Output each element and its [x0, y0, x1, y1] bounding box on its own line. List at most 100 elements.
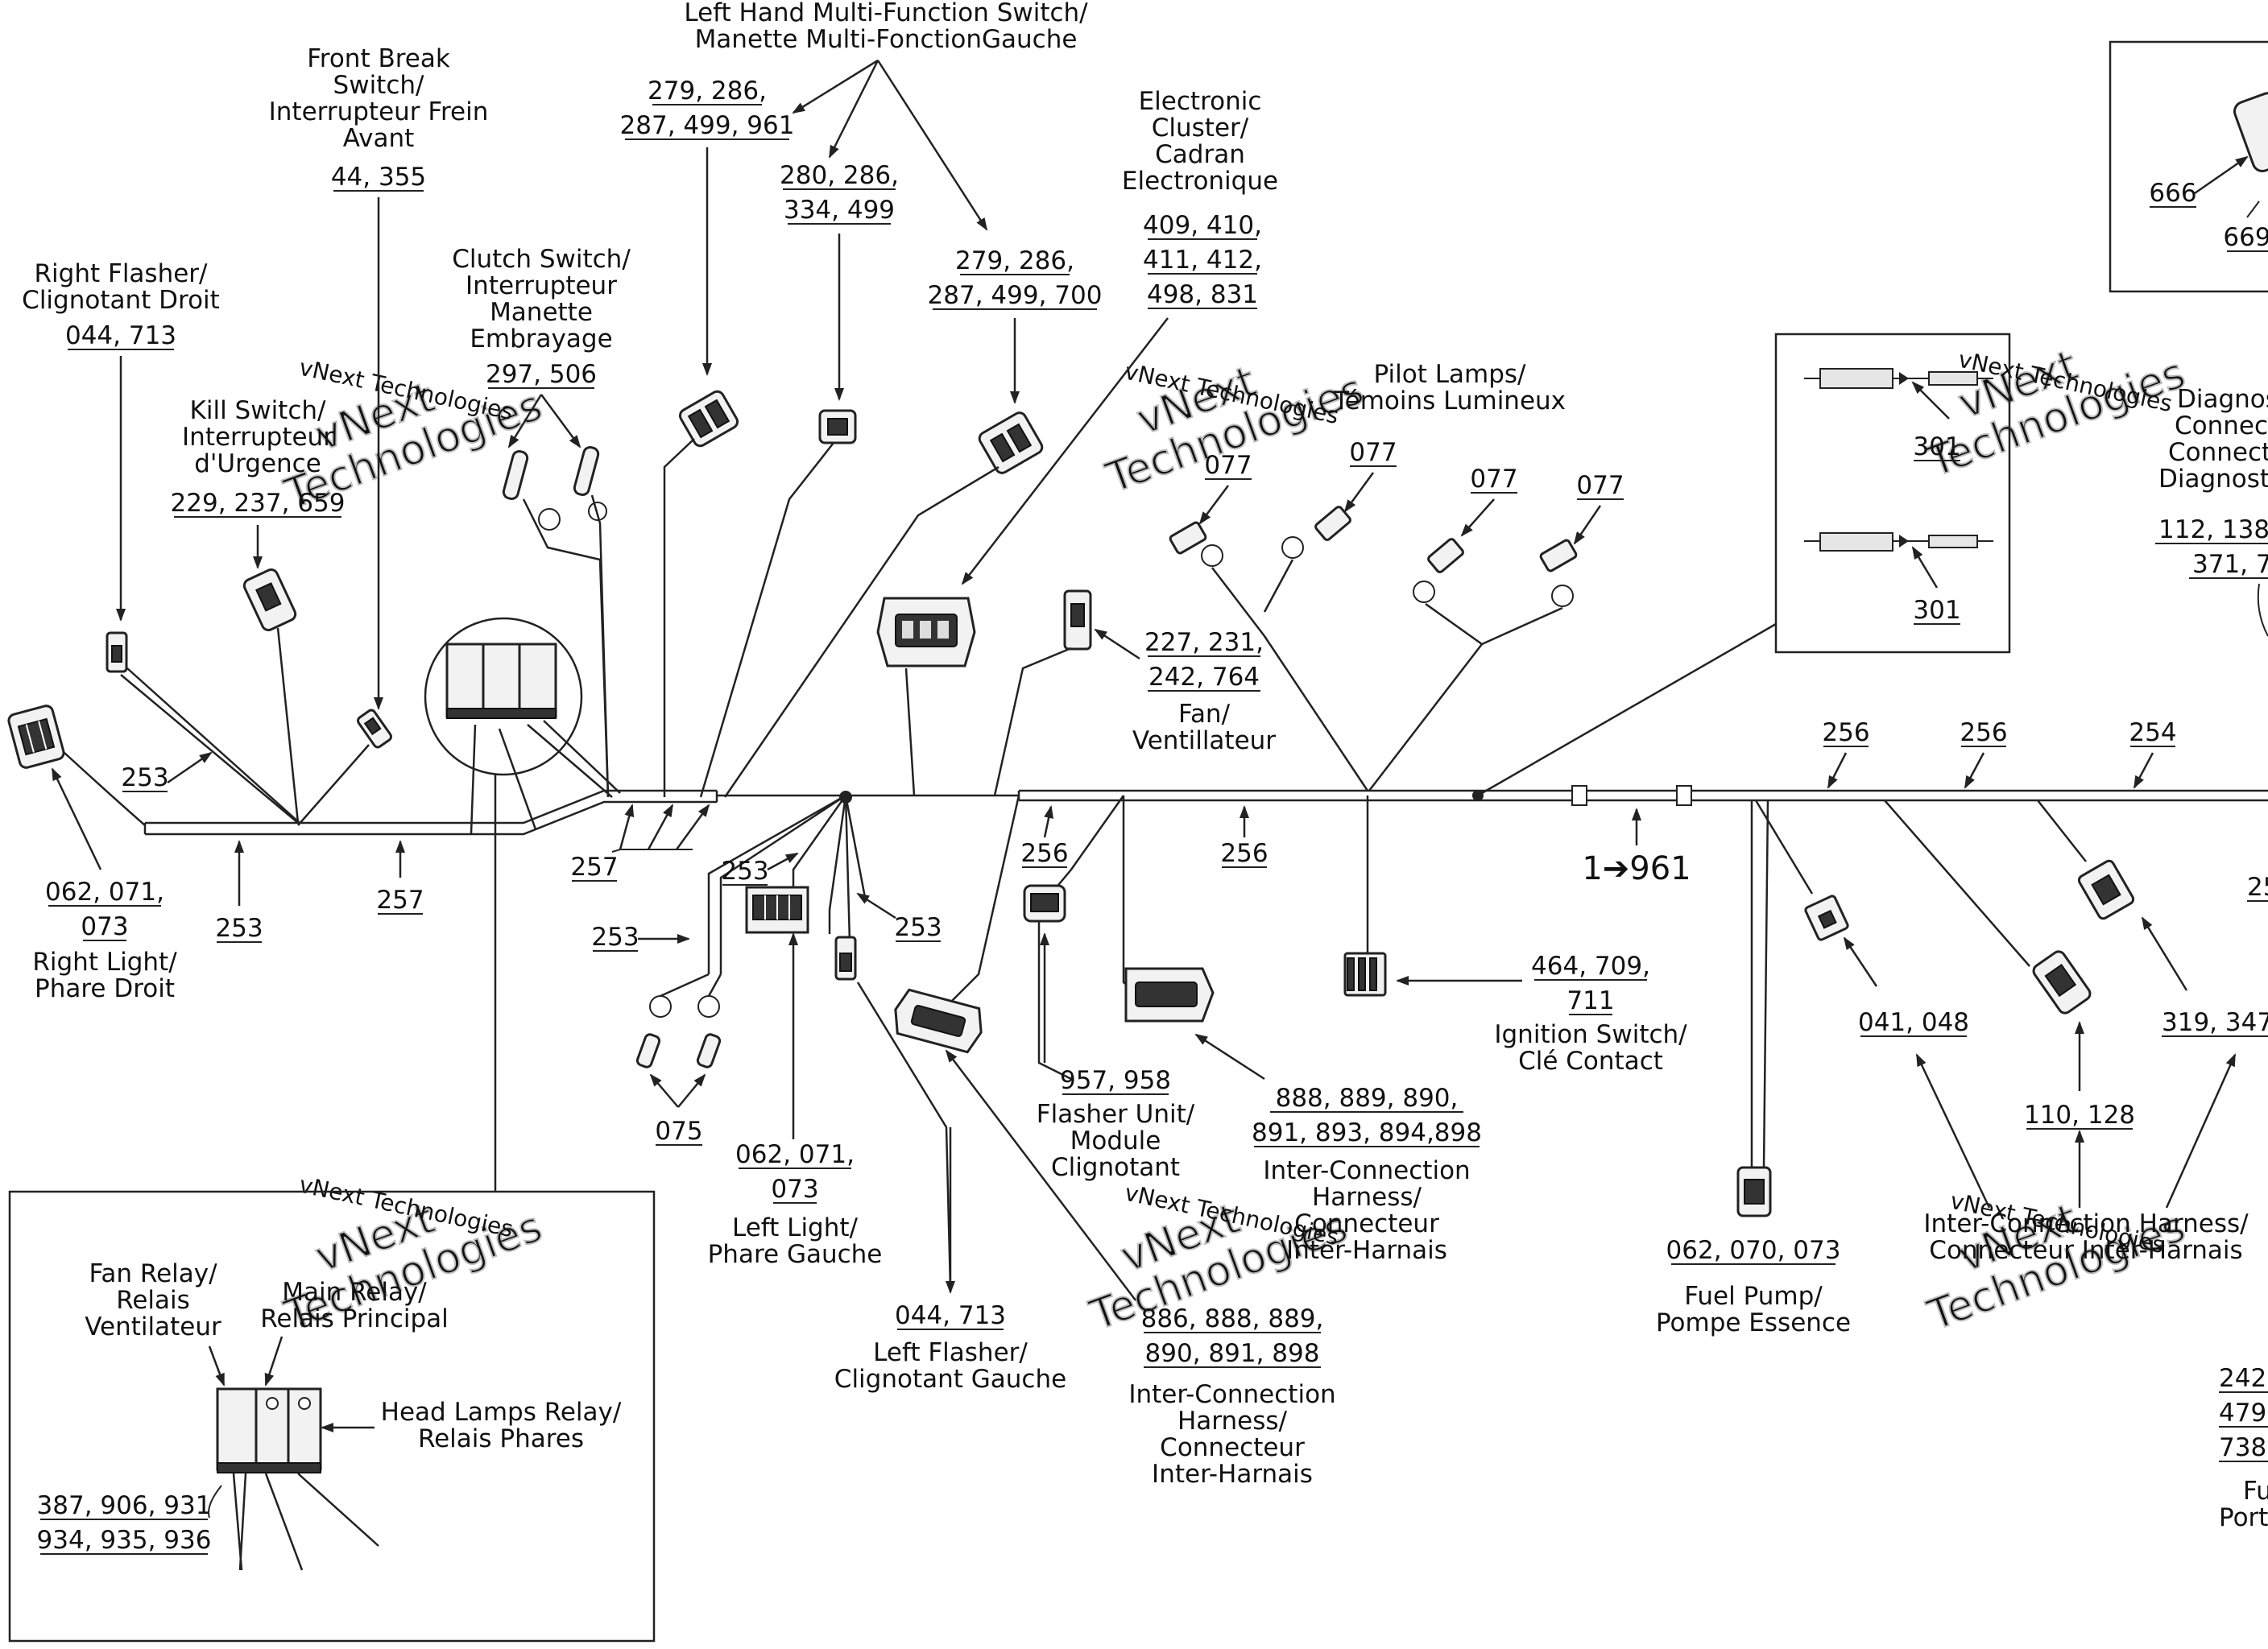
clutch-label-1: Clutch Switch/ — [452, 245, 631, 274]
interconn-b-ref-1: 886, 888, 889, — [1141, 1304, 1324, 1333]
clutch-label-2: Interrupteur — [466, 271, 617, 300]
left-light-connector — [745, 886, 809, 934]
connector-041-ref: 041, 048 — [1858, 1008, 1969, 1037]
flasher-ref: 957, 958 — [1060, 1066, 1171, 1095]
splice-sleeve-2 — [1676, 785, 1692, 806]
interconn-a-label-2: Harness/ — [1312, 1183, 1422, 1212]
front-break-label-1: Front Break — [307, 44, 450, 73]
flasher-unit-connector — [1023, 884, 1066, 923]
fuel-partial-label-2: Port — [2219, 1503, 2268, 1532]
right-flasher-connector — [106, 631, 128, 673]
wire-25-ref: 25 — [2247, 873, 2268, 902]
left-flasher-label-2: Clignotant Gauche — [834, 1365, 1066, 1394]
diag-label-4: Diagnostic — [2158, 465, 2268, 494]
lh1-ref-1: 279, 286, — [648, 76, 767, 105]
front-break-group: Front Break Switch/ Interrupteur Frein A… — [269, 44, 488, 826]
fan-ref-1: 227, 231, — [1144, 628, 1264, 657]
front-break-connector — [357, 709, 392, 749]
left-hand-switch-label-2: Manette Multi-FonctionGauche — [695, 25, 1078, 54]
interconnection-a-group: 886, 888, 889, 890, 891, 898 Inter-Conne… — [894, 795, 1482, 1489]
ignition-label-2: Clé Contact — [1518, 1047, 1663, 1076]
fuel-partial-ref-3: 738 — [2219, 1433, 2266, 1462]
splice-sleeve-1 — [1571, 785, 1587, 806]
connector-041 — [1804, 895, 1849, 941]
diag-top-ref-2: 669 — [2223, 223, 2268, 252]
cluster-ref-1: 409, 410, — [1143, 211, 1262, 240]
interconn-c-label-2: Connecteur Inter-Harnais — [1929, 1236, 2242, 1265]
wire-refs-left: 253 253 257 257 — [121, 751, 710, 943]
kill-switch-connector — [242, 568, 297, 631]
kill-label-1: Kill Switch/ — [190, 396, 327, 425]
front-break-label-4: Avant — [343, 124, 415, 153]
terminal-ref-1: 301 — [1913, 432, 1960, 461]
pilot-ref-2: 077 — [1349, 438, 1397, 467]
interconn-b-ref-2: 890, 891, 898 — [1145, 1339, 1320, 1368]
interconn-a-label-4: Inter-Harnais — [1286, 1236, 1447, 1265]
cluster-label-2: Cluster/ — [1152, 114, 1249, 143]
kill-label-3: d'Urgence — [194, 449, 321, 478]
flasher-label-3: Clignotant — [1051, 1153, 1180, 1182]
head-lamps-relay-label-1: Head Lamps Relay/ — [381, 1398, 622, 1427]
pilot-wire-tag-3 — [1413, 581, 1435, 603]
left-light-ref-2: 073 — [771, 1175, 818, 1204]
fan-label-2: Ventillateur — [1132, 726, 1276, 755]
cluster-label-1: Electronic — [1139, 87, 1262, 116]
bulb-terminal-2 — [696, 1033, 722, 1068]
wire-253-ref-e: 253 — [894, 913, 942, 942]
right-flasher-group: Right Flasher/ Clignotant Droit 044, 713 — [22, 259, 300, 824]
zoom-relay-block — [445, 643, 557, 719]
lh2-ref-1: 280, 286, — [780, 161, 899, 190]
interconn-a-label-3: Connecteur — [1294, 1209, 1439, 1238]
fuel-pump-ref: 062, 070, 073 — [1666, 1236, 1841, 1265]
interconnection-b-connector — [894, 988, 983, 1054]
interconnection-a-connector — [1124, 967, 1215, 1023]
ignition-group: 464, 709, 711 Ignition Switch/ Clé Conta… — [1343, 796, 1687, 1076]
splice-ref: 1➔961 — [1582, 850, 1691, 887]
bulb-wire-tag-2 — [697, 995, 720, 1018]
fan-relay-label-3: Ventilateur — [85, 1312, 221, 1341]
fuel-partial-ref-1: 242, — [2219, 1364, 2268, 1393]
fan-relay-label-2: Relais — [116, 1286, 190, 1315]
right-light-group: 062, 071, 073 Right Light/ Phare Droit — [7, 705, 177, 1003]
right-flasher-label-2: Clignotant Droit — [22, 286, 220, 315]
right-side-group: 256 256 254 062, 070, 073 Fuel Pump/ Pom… — [1656, 718, 2268, 1532]
wire-253-ref-a: 253 — [121, 763, 168, 792]
right-light-label-2: Phare Droit — [35, 974, 175, 1003]
electronic-cluster-group: Electronic Cluster/ Cadran Electronique … — [876, 87, 1278, 796]
pilot-wire-tag-1 — [1201, 544, 1223, 567]
flasher-label-1: Flasher Unit/ — [1037, 1100, 1195, 1129]
terminal-ref-2: 301 — [1913, 596, 1960, 625]
connector-319-ref: 319, 347 — [2162, 1008, 2268, 1037]
interconn-b-label-3: Connecteur — [1160, 1433, 1305, 1462]
pilot-lamps-group: Pilot Lamps/ Témoins Lumineux 077 077 07… — [1169, 360, 1624, 791]
lh3-connector — [978, 411, 1044, 474]
connector-319 — [2077, 859, 2135, 920]
interconn-c-label-1: Inter-Connection Harness/ — [1923, 1209, 2249, 1238]
lh1-ref-2: 287, 499, 961 — [620, 111, 795, 140]
lh2-ref-2: 334, 499 — [784, 196, 895, 225]
central-breakout: 253 253 253 075 062, 071, 0 — [591, 791, 1066, 1394]
wire-256-ref-d: 256 — [1960, 718, 2007, 747]
zoom-circle — [424, 617, 583, 776]
connector-110 — [2032, 950, 2092, 1015]
cluster-connector — [876, 597, 976, 667]
fan-group: 227, 231, 242, 764 Fan/ Ventillateur — [993, 589, 1276, 796]
flasher-label-2: Module — [1070, 1126, 1161, 1155]
wire-253-ref-d: 253 — [591, 923, 639, 952]
fuel-pump-label-1: Fuel Pump/ — [1684, 1282, 1823, 1311]
left-flasher-connector — [834, 936, 857, 981]
lh3-ref-2: 287, 499, 700 — [928, 281, 1103, 310]
head-lamps-relay-label-2: Relais Phares — [418, 1424, 584, 1453]
front-break-label-2: Switch/ — [333, 71, 424, 100]
fan-label-1: Fan/ — [1178, 700, 1231, 729]
clutch-ref: 297, 506 — [486, 360, 597, 389]
wire-256-ref-c: 256 — [1822, 718, 1869, 747]
right-flasher-label-1: Right Flasher/ — [35, 259, 209, 288]
front-break-ref: 44, 355 — [331, 163, 426, 192]
ignition-ref-2: 711 — [1566, 986, 1614, 1015]
left-flasher-ref: 044, 713 — [895, 1301, 1006, 1330]
pilot-ref-3: 077 — [1470, 465, 1517, 494]
clutch-terminal-2 — [573, 445, 600, 497]
clutch-label-3: Manette — [490, 298, 593, 327]
